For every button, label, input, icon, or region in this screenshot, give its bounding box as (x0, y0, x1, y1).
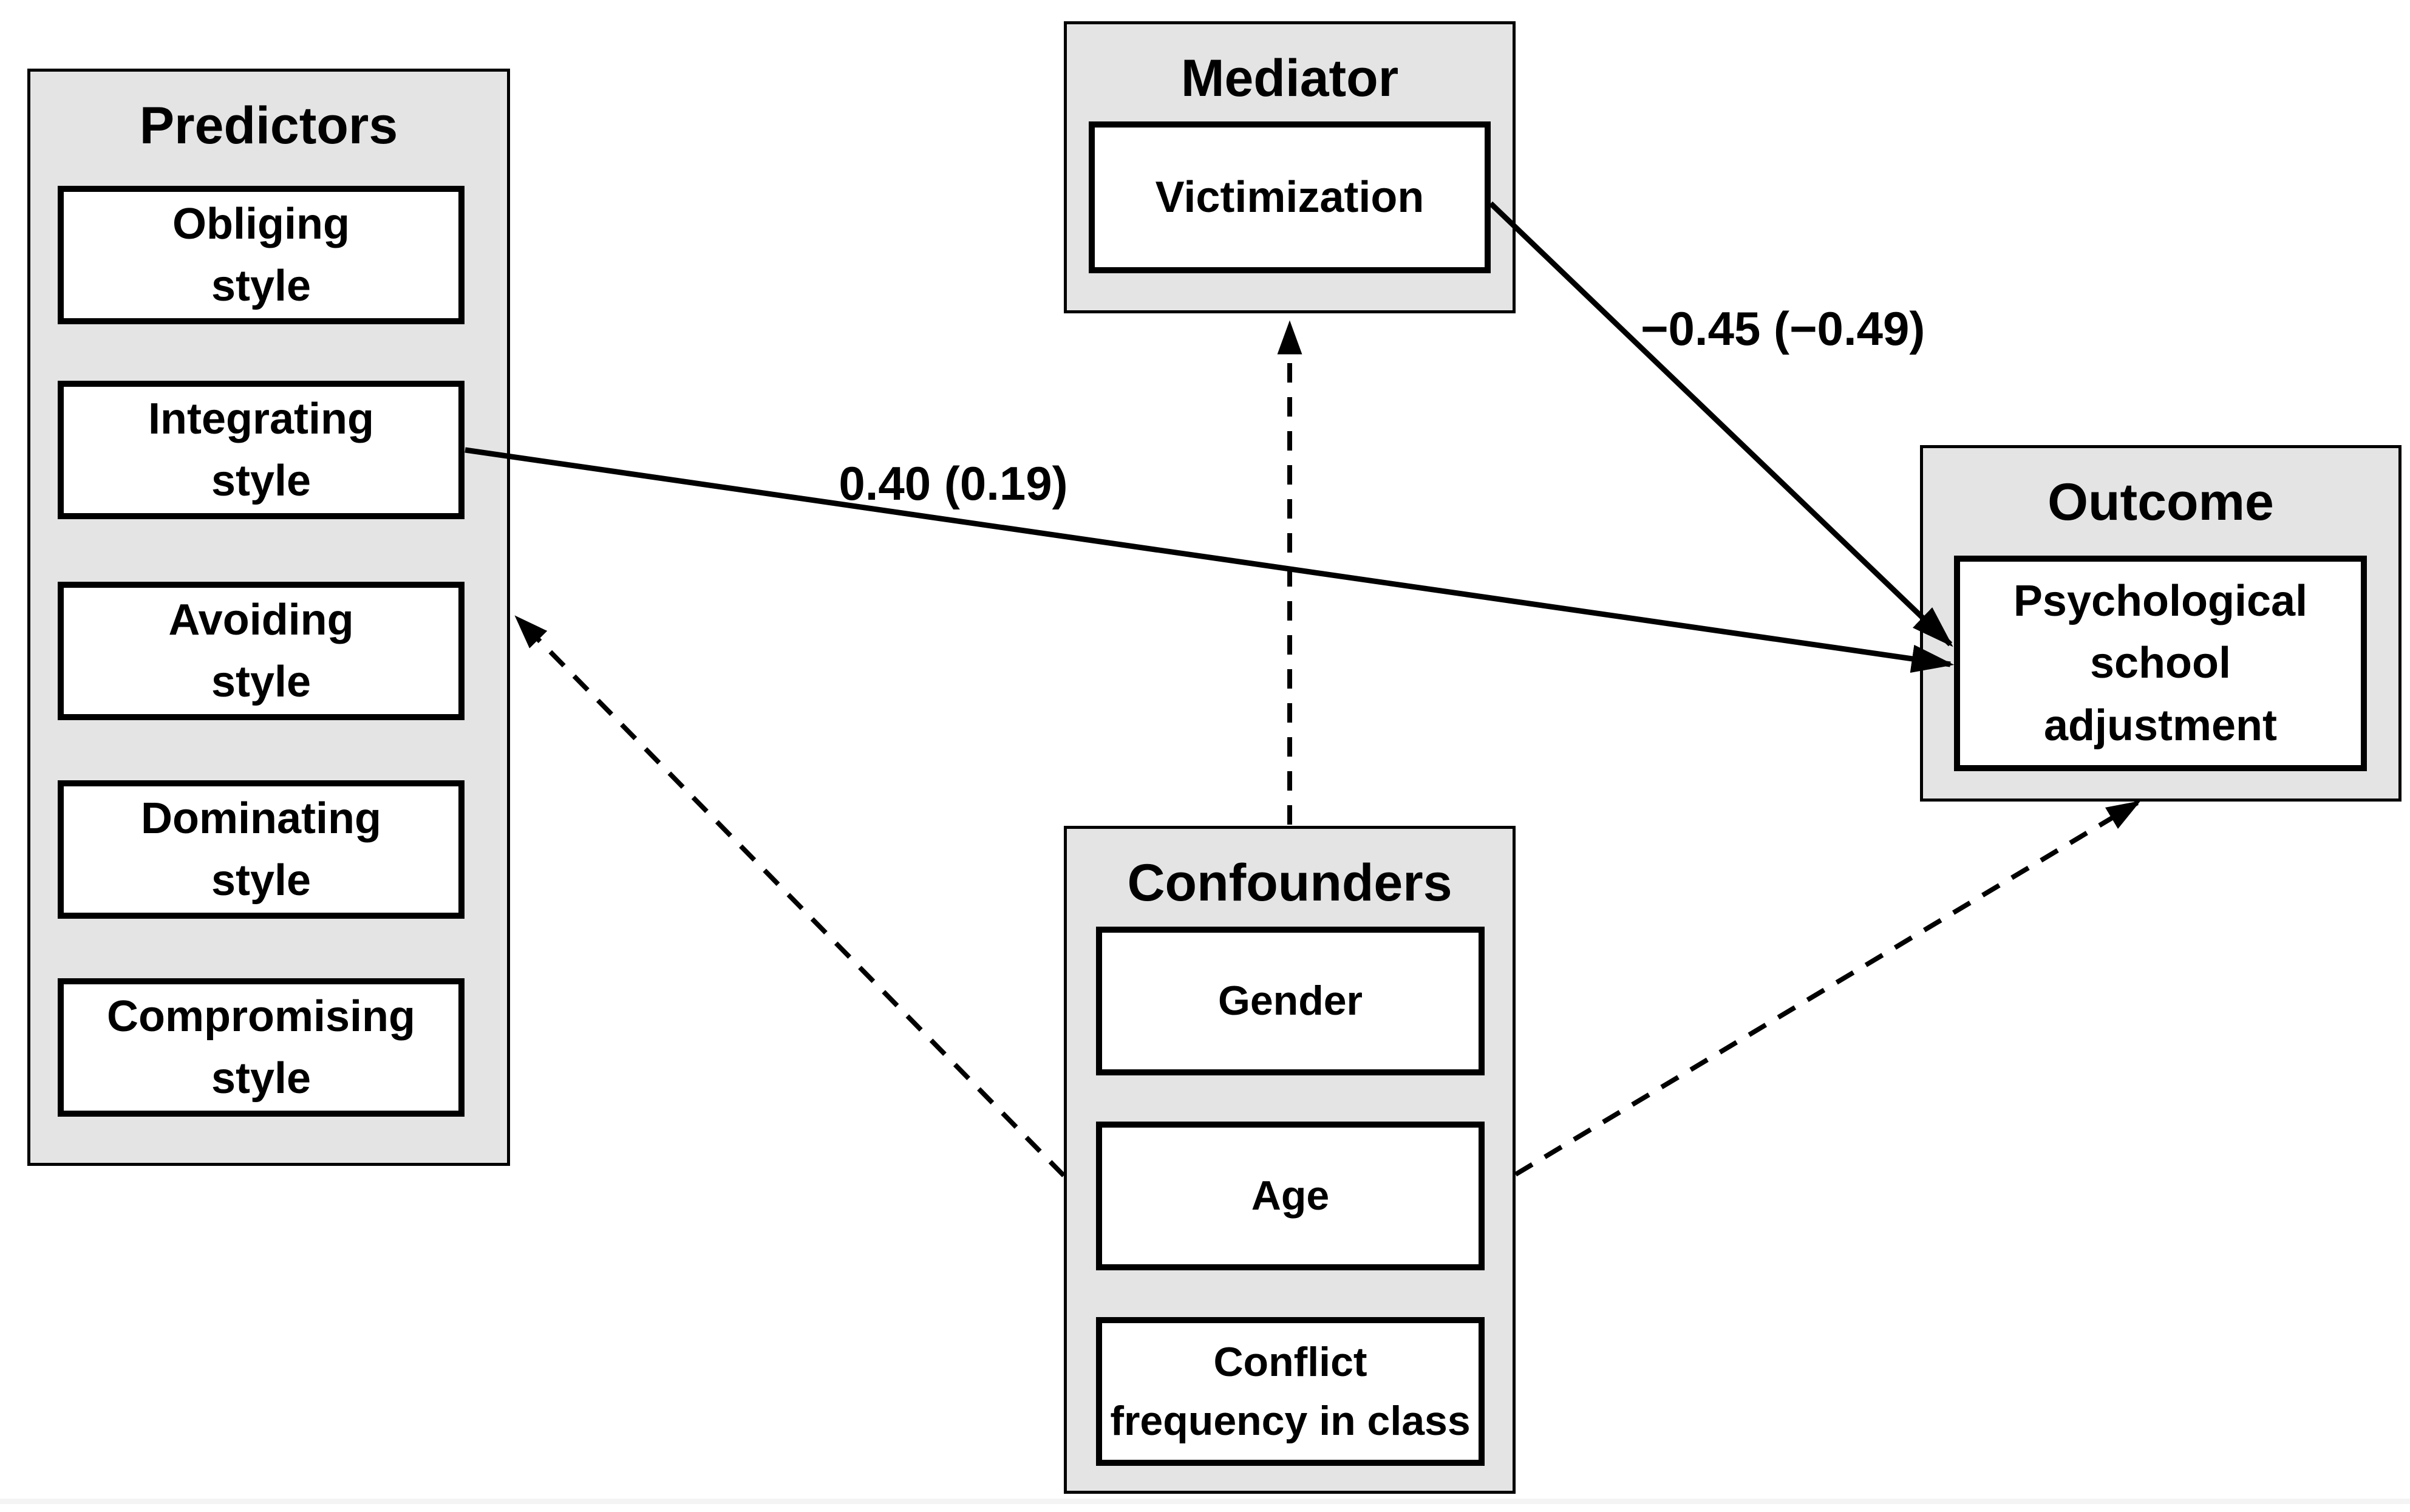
box-conflict-frequency: Conflict frequency in class (1096, 1317, 1485, 1466)
arrow-victimization-to-outcome (1488, 201, 1953, 647)
box-avoiding-style-label: Avoiding style (168, 595, 354, 706)
confounders-group: Confounders Gender Age Conflict frequenc… (1064, 826, 1516, 1494)
arrow-confounders-to-outcome (1514, 800, 2141, 1177)
box-victimization-label: Victimization (1155, 172, 1425, 222)
box-age: Age (1096, 1122, 1485, 1270)
box-obliging-style: Obliging style (58, 186, 465, 324)
outcome-title: Outcome (2047, 473, 2274, 531)
mediator-title: Mediator (1180, 49, 1399, 107)
predictors-group: Predictors Obliging style Integrating st… (27, 69, 510, 1166)
box-dominating-style: Dominating style (58, 780, 465, 919)
box-dominating-style-label: Dominating style (141, 794, 381, 905)
box-victimization: Victimization (1089, 121, 1491, 273)
box-gender: Gender (1096, 927, 1485, 1075)
box-gender-label: Gender (1217, 978, 1363, 1024)
box-conflict-frequency-label: Conflict frequency in class (1110, 1338, 1471, 1444)
predictors-title: Predictors (139, 97, 398, 155)
arrow-integrating-to-outcome (465, 447, 1955, 673)
box-compromising-style: Compromising style (58, 978, 465, 1117)
arrow-confounders-to-predictors (514, 615, 1066, 1177)
coefficient-victimization-to-outcome: −0.45 (−0.49) (1641, 302, 1925, 355)
coefficient-integrating-to-outcome: 0.40 (0.19) (839, 457, 1068, 510)
box-psychological-school-adjustment: Psychological school adjustment (1954, 556, 2367, 771)
box-compromising-style-label: Compromising style (106, 992, 415, 1103)
box-integrating-style: Integrating style (58, 381, 465, 519)
outcome-group: Outcome Psychological school adjustment (1920, 445, 2401, 802)
bottom-rule (0, 1499, 2410, 1504)
box-psychological-school-adjustment-label: Psychological school adjustment (2013, 577, 2308, 750)
mediator-group: Mediator Victimization (1064, 21, 1516, 313)
confounders-title: Confounders (1127, 854, 1452, 912)
box-avoiding-style: Avoiding style (58, 582, 465, 720)
box-integrating-style-label: Integrating style (148, 394, 374, 505)
box-age-label: Age (1251, 1173, 1330, 1219)
box-obliging-style-label: Obliging style (172, 199, 350, 310)
